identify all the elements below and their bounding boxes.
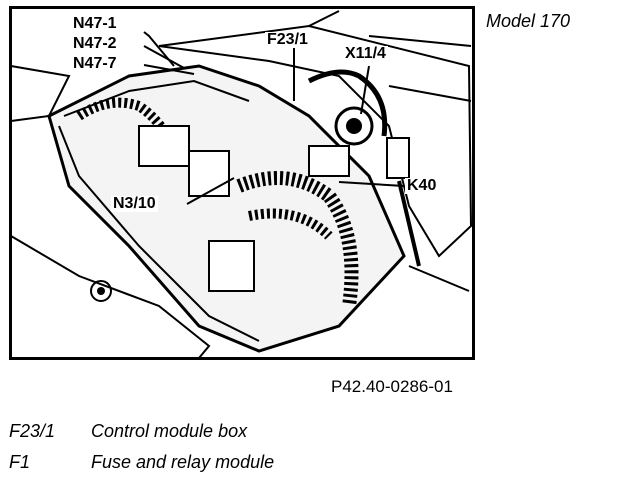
ribbed-harness-center [236,171,359,307]
cap-cylinder [386,137,410,179]
figure-reference: P42.40-0286-01 [331,377,453,396]
callout-x11-4: X11/4 [343,45,388,62]
leader-n47-2 [143,45,185,69]
model-label: Model 170 [486,11,571,31]
support-rod [397,180,421,267]
engine-compartment-illustration: N47-1 N47-2 N47-7 F23/1 X11/4 N3/10 K40 [9,6,475,360]
body-edges [308,10,472,102]
relay-block-3 [208,240,255,292]
legend-row: F1 Fuse and relay module [9,451,274,473]
lower-right-edge [408,265,470,292]
callout-n47-7: N47-7 [71,55,119,72]
callout-n47-1: N47-1 [71,15,119,32]
relay-k40 [308,145,350,177]
legend-row: F23/1 Control module box [9,420,247,442]
leader-n47-1 [143,31,175,67]
legend-description: Control module box [91,421,248,441]
mounting-bolt-center [97,287,105,295]
ribbed-harness-left [76,97,184,168]
legend-code: F23/1 [9,421,56,441]
lower-panel-edge [10,235,211,359]
box-inner-wall [58,125,260,342]
leader-n3-10 [186,177,235,205]
callout-n47-2: N47-2 [71,35,119,52]
callout-n3-10: N3/10 [111,195,158,212]
relay-block-1 [138,125,190,167]
fender-panel [158,24,473,258]
callout-k40: K40 [405,177,439,194]
connector-x11-4-pin [346,118,362,134]
engine-compartment-svg [9,6,475,360]
legend-code: F1 [9,452,31,472]
legend-description: Fuse and relay module [91,452,275,472]
cable-to-connector [307,69,388,137]
control-module-box [47,64,406,353]
relay-block-2 [188,150,230,197]
leader-k40 [338,181,405,187]
leader-x11-4 [360,65,370,115]
left-fender [10,65,71,122]
callout-f23-1: F23/1 [265,31,310,48]
leader-n47-7 [143,64,195,75]
